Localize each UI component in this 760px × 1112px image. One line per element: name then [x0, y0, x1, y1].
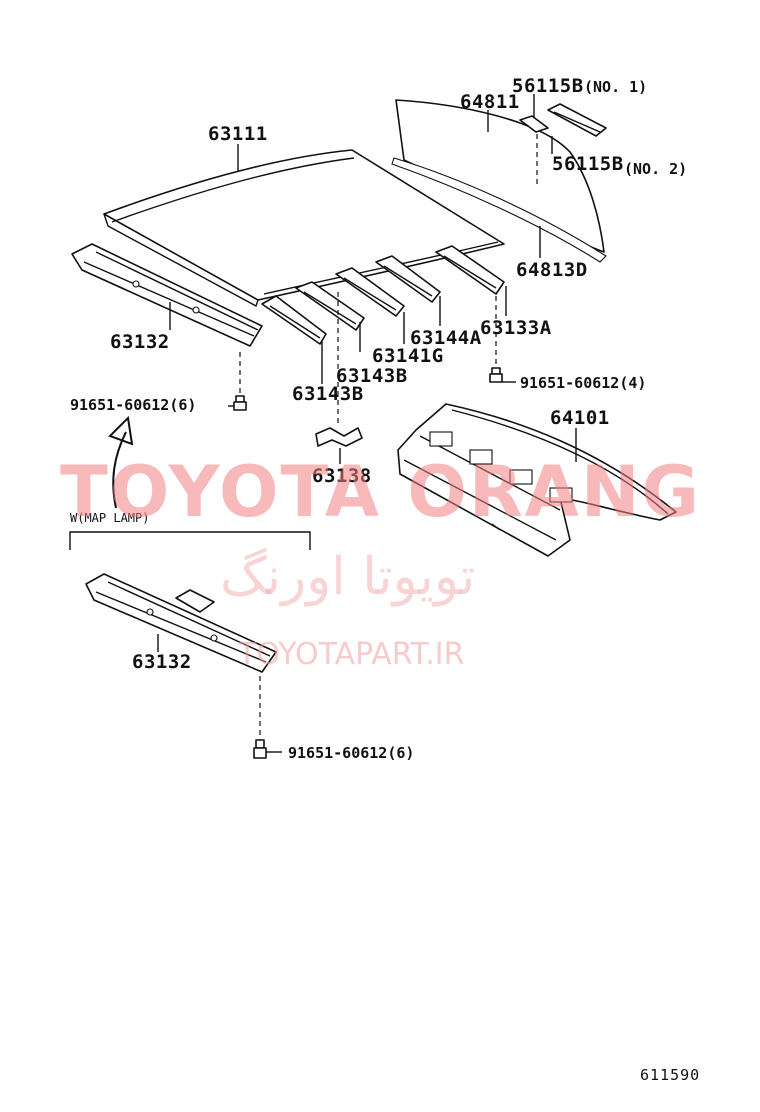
plate-56115b-no1	[519, 115, 549, 133]
label-63132-top: 63132	[110, 331, 170, 353]
plate-56115b-no2	[547, 103, 607, 137]
label-63138: 63138	[312, 465, 372, 487]
label-63141g: 63141G	[372, 345, 444, 367]
label-bolt-left: 91651-60612(6)	[70, 396, 196, 414]
label-bolt-bottom: 91651-60612(6)	[288, 744, 414, 762]
diagram-code: 611590	[640, 1066, 700, 1084]
label-63132-bottom: 63132	[132, 651, 192, 673]
label-63111: 63111	[208, 123, 268, 145]
label-63133a: 63133A	[480, 317, 552, 339]
label-map-lamp-note: W(MAP LAMP)	[70, 511, 149, 525]
label-64813d: 64813D	[516, 259, 588, 281]
label-bolt-right: 91651-60612(4)	[520, 374, 646, 392]
front-header-top	[71, 243, 263, 347]
label-63144a: 63144A	[410, 327, 482, 349]
label-64811: 64811	[460, 91, 520, 113]
watermark-persian: تویوتا اورنگ	[220, 547, 475, 607]
bracket-63138	[315, 427, 363, 447]
watermark-url: TOYOTAPART.IR	[237, 637, 464, 672]
back-panel	[397, 403, 677, 557]
label-56115b-no1-suffix: (NO. 1)	[584, 78, 647, 96]
label-63143b-1: 63143B	[336, 365, 408, 387]
label-56115b-no2-suffix: (NO. 2)	[624, 160, 687, 178]
watermark-brand: TOYOTA ORANG	[60, 451, 701, 533]
bolt-left-icon	[233, 352, 247, 411]
label-56115b-no2: 56115B	[552, 153, 624, 175]
roof-bows	[261, 245, 505, 345]
front-header-bottom	[85, 573, 277, 673]
label-64101: 64101	[550, 407, 610, 429]
map-lamp-arrow-icon	[108, 415, 134, 509]
label-56115b-no1: 56115B	[512, 75, 584, 97]
bolt-right-icon	[489, 296, 503, 383]
label-63143b-2: 63143B	[292, 383, 364, 405]
bolt-bottom-icon	[253, 676, 267, 759]
leader-lines	[157, 94, 577, 753]
roof-panel	[103, 149, 505, 308]
